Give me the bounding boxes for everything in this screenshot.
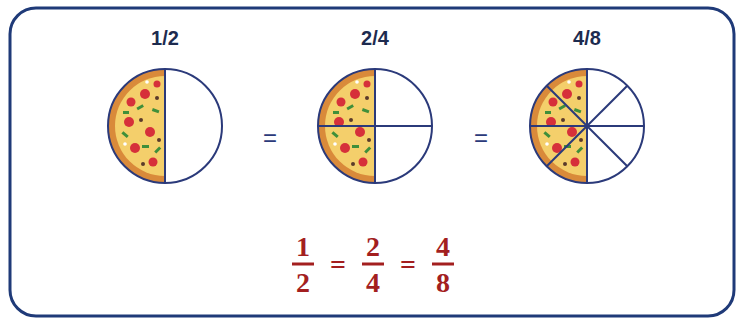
fraction-label: 2/4 (361, 28, 389, 48)
denominator: 4 (366, 269, 380, 297)
equals-sign: = (330, 251, 346, 279)
numerator: 2 (366, 233, 380, 261)
denominator: 8 (436, 269, 450, 297)
equals-sign: = (263, 126, 277, 150)
numerator: 4 (436, 233, 450, 261)
denominator: 2 (296, 269, 310, 297)
equals-sign: = (400, 251, 416, 279)
numerator: 1 (296, 233, 310, 261)
equals-sign: = (474, 126, 488, 150)
fraction-label: 1/2 (151, 28, 179, 48)
fraction-label: 4/8 (573, 28, 601, 48)
